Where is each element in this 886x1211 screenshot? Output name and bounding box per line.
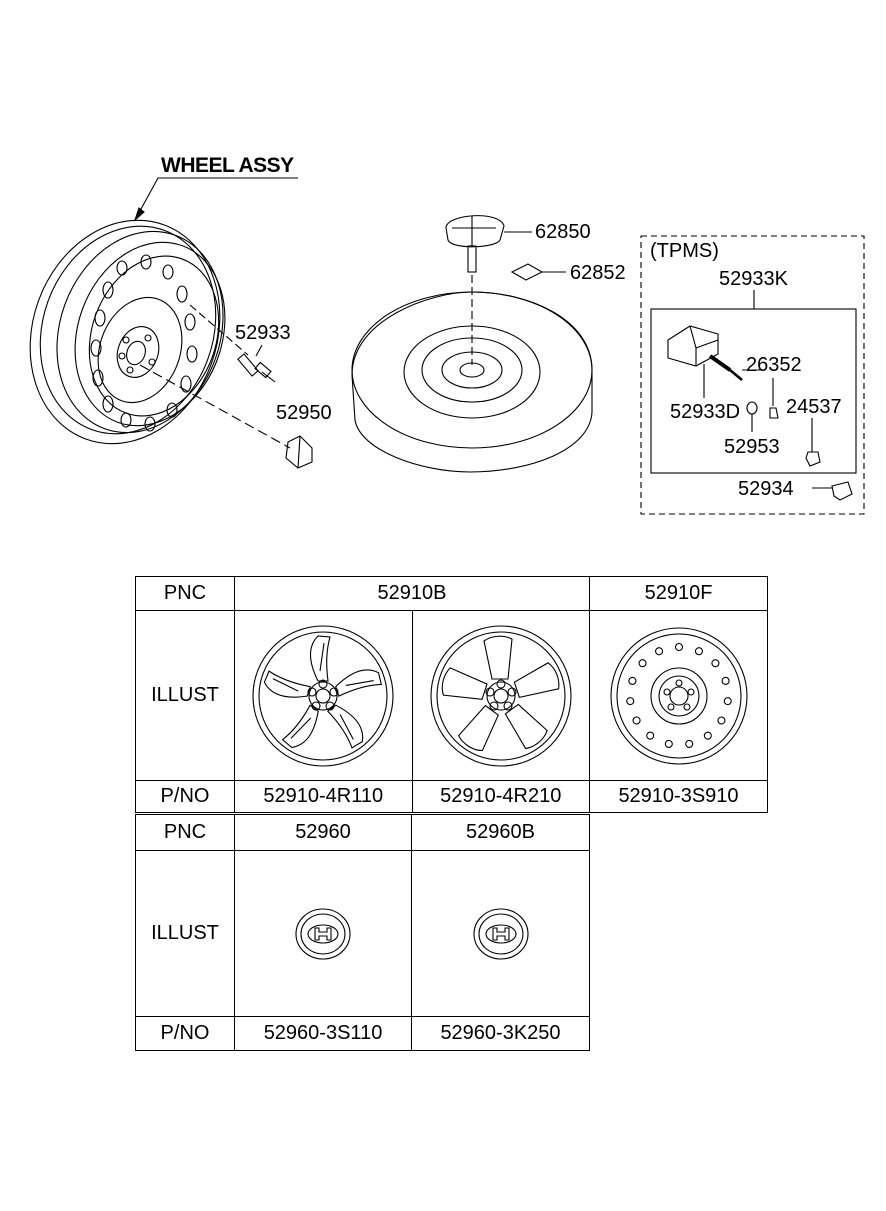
spare-label-drawing — [510, 263, 544, 281]
tpms-outer-box — [640, 235, 865, 515]
illust-alloy-wheel-1[interactable] — [234, 610, 413, 781]
callout-52953[interactable]: 52953 — [724, 436, 780, 458]
pnc-52910B[interactable]: 52910B — [234, 576, 590, 611]
steel-wheel-drawing — [29, 219, 226, 445]
exploded-diagram — [29, 177, 865, 515]
pnc-52910F[interactable]: 52910F — [589, 576, 768, 611]
cap-parts-table: PNC 52960 52960B ILLUST — [135, 814, 590, 1051]
callout-26352[interactable]: 26352 — [746, 354, 802, 376]
pnc-header: PNC — [135, 576, 235, 611]
callout-52933D[interactable]: 52933D — [670, 401, 741, 423]
illust-center-cap-1[interactable] — [234, 850, 412, 1017]
pno-52910-4R210[interactable]: 52910-4R210 — [411, 780, 590, 813]
callout-52933[interactable]: 52933 — [235, 322, 291, 344]
callout-52934[interactable]: 52934 — [738, 478, 794, 500]
callout-24537[interactable]: 24537 — [786, 396, 842, 418]
pno-52910-3S910[interactable]: 52910-3S910 — [589, 780, 768, 813]
wheel-parts-table: PNC 52910B 52910F ILLUST — [135, 576, 768, 813]
pno-52960-3K250[interactable]: 52960-3K250 — [411, 1016, 590, 1051]
diagram-title: WHEEL ASSY — [161, 154, 294, 177]
callout-62852[interactable]: 62852 — [570, 262, 626, 284]
alloy-wheel-2-icon — [430, 624, 572, 767]
valve-stem-drawing — [237, 353, 276, 383]
callout-52950[interactable]: 52950 — [276, 402, 332, 424]
alloy-wheel-1-icon — [252, 624, 394, 767]
pnc-52960B[interactable]: 52960B — [411, 814, 590, 851]
hyundai-logo-icon — [295, 907, 351, 960]
pno-52910-4R110[interactable]: 52910-4R110 — [234, 780, 413, 813]
tpms-group-label: (TPMS) — [650, 240, 719, 262]
hyundai-logo-icon-2 — [472, 907, 529, 960]
pno-52960-3S110[interactable]: 52960-3S110 — [234, 1016, 412, 1051]
tpms-cap-drawing — [746, 401, 758, 415]
callout-62850[interactable]: 62850 — [535, 221, 591, 243]
tpms-nut-drawing — [831, 481, 853, 501]
tpms-valve-drawing — [708, 354, 743, 381]
callout-52933K[interactable]: 52933K — [719, 268, 788, 290]
steel-wheel-icon — [609, 626, 748, 765]
illust-header-2: ILLUST — [135, 850, 235, 1017]
pno-header: P/NO — [135, 780, 235, 813]
lug-nut-drawing — [285, 435, 313, 469]
spare-hub-drawing — [445, 215, 532, 273]
tpms-sensor-drawing — [667, 325, 719, 367]
pnc-52960[interactable]: 52960 — [234, 814, 412, 851]
illust-header: ILLUST — [135, 610, 235, 781]
pno-header-2: P/NO — [135, 1016, 235, 1051]
illust-center-cap-2[interactable] — [411, 850, 590, 1017]
pnc-header-2: PNC — [135, 814, 235, 851]
nut-leader — [139, 364, 291, 449]
illust-alloy-wheel-2[interactable] — [411, 610, 590, 781]
valve-leader — [189, 304, 249, 356]
title-leader — [134, 177, 298, 221]
illust-steel-wheel[interactable] — [589, 610, 768, 781]
